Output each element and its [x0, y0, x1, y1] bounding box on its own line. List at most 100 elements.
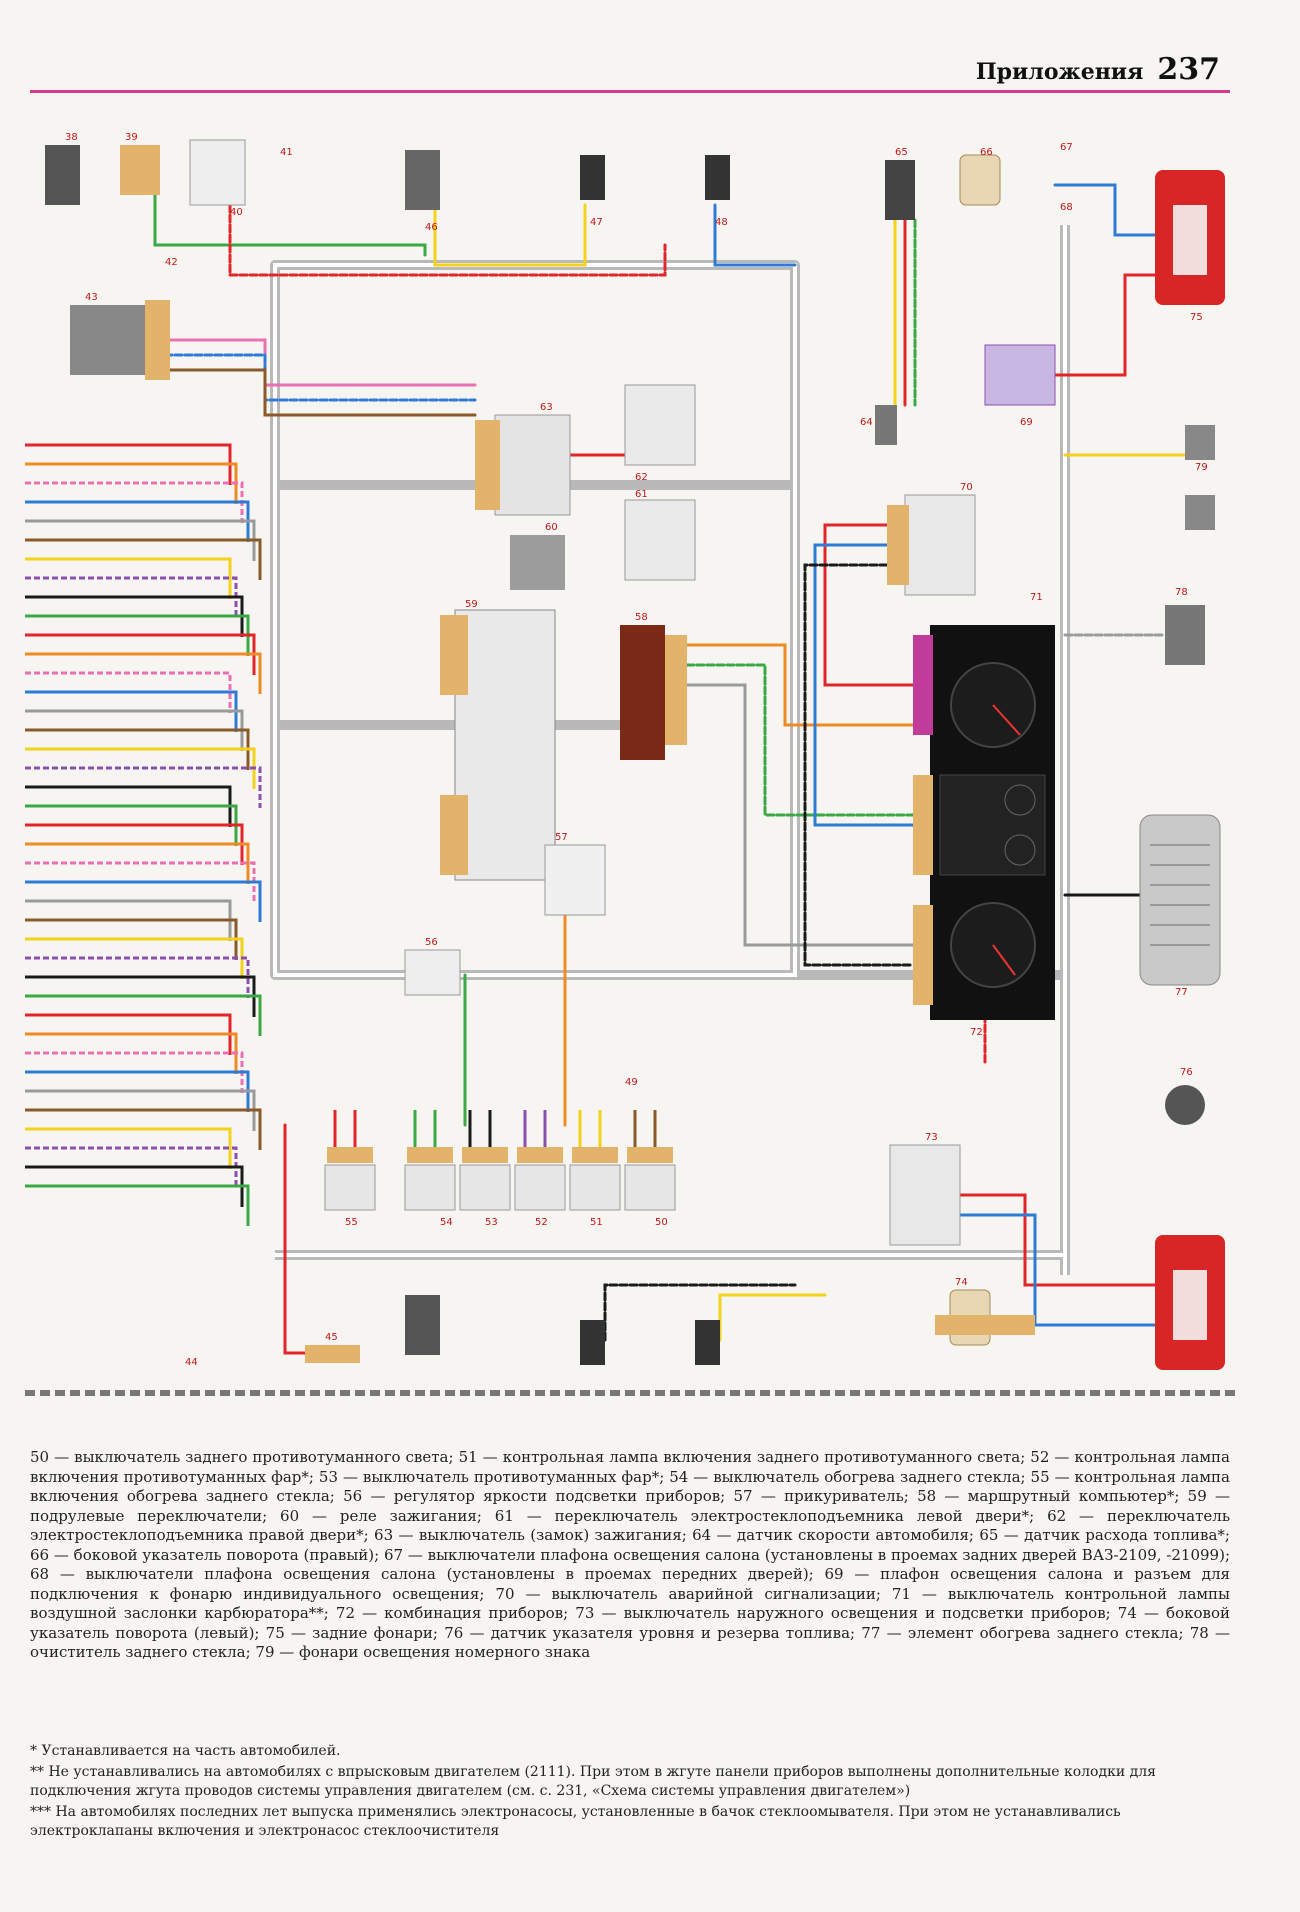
component-number-48: 48	[715, 217, 728, 228]
wire	[25, 1108, 262, 1150]
wire	[25, 994, 262, 1036]
cluster-connector-c	[913, 905, 933, 1005]
component-number-55: 55	[345, 1217, 358, 1228]
fuel-level-sensor	[1165, 1085, 1205, 1125]
wire	[25, 614, 250, 656]
connector-74	[935, 1315, 1035, 1335]
door-switch-48-lower	[695, 1320, 720, 1365]
window-switch-left	[624, 499, 696, 581]
dimmer-regulator	[404, 949, 461, 996]
wire	[25, 1165, 244, 1207]
wire	[25, 652, 262, 694]
component-number-74: 74	[955, 1277, 968, 1288]
switch-connector	[517, 1147, 563, 1163]
wire	[433, 203, 587, 267]
component-number-40: 40	[230, 207, 243, 218]
wire	[25, 538, 262, 580]
wire	[25, 443, 232, 485]
door-switch-47	[580, 155, 605, 200]
component-number-78: 78	[1175, 587, 1188, 598]
wiring-diagram: 3839404142434445464748495051525354555657…	[25, 132, 1240, 1396]
door-switch-48	[705, 155, 730, 200]
wire	[25, 842, 250, 884]
wire	[25, 899, 232, 941]
wire	[823, 523, 915, 687]
wire	[25, 500, 250, 542]
component-number-79: 79	[1195, 462, 1208, 473]
speed-sensor	[875, 405, 897, 445]
bottom-switch	[324, 1164, 376, 1211]
component-number-62: 62	[635, 472, 648, 483]
component-number-68: 68	[1060, 202, 1073, 213]
component-number-64: 64	[860, 417, 873, 428]
wire	[25, 576, 238, 618]
wire	[958, 1193, 1157, 1287]
wire	[25, 747, 256, 789]
connector-45	[305, 1345, 360, 1363]
switch-connector	[327, 1147, 373, 1163]
wire	[25, 1089, 256, 1131]
component-number-43: 43	[85, 292, 98, 303]
wire	[25, 557, 232, 599]
wire	[685, 663, 915, 817]
bottom-switch	[404, 1164, 456, 1211]
wire	[25, 766, 262, 808]
wire	[25, 975, 256, 1017]
component-number-66: 66	[980, 147, 993, 158]
route-computer	[620, 625, 665, 760]
door-switch-47-lower	[580, 1320, 605, 1365]
license-lamp-2	[1185, 495, 1215, 530]
wire	[25, 1051, 244, 1093]
wire	[25, 671, 232, 713]
legend-text: 50 — выключатель заднего противотуманног…	[30, 1448, 1230, 1661]
wire	[25, 785, 232, 827]
switch-connector	[627, 1147, 673, 1163]
component-number-42: 42	[165, 257, 178, 268]
footnote-1: * Устанавливается на часть автомобилей.	[30, 1743, 341, 1759]
wire	[25, 462, 238, 504]
ignition-relay	[510, 535, 565, 590]
wire	[713, 203, 797, 267]
interior-lamp	[984, 344, 1056, 406]
device-38	[45, 145, 80, 205]
wire	[25, 1032, 238, 1074]
component-number-57: 57	[555, 832, 568, 843]
component-number-69: 69	[1020, 417, 1033, 428]
bottom-switch	[459, 1164, 511, 1211]
switch-wire	[468, 1110, 492, 1147]
steering-column-switches	[454, 609, 556, 881]
component-number-49: 49	[625, 1077, 638, 1088]
hazard-switch	[904, 494, 976, 596]
side-repeater-right	[959, 154, 1001, 206]
component-number-41: 41	[280, 147, 293, 158]
component-wiring	[153, 183, 1187, 1355]
wire	[25, 1070, 250, 1112]
component-number-53: 53	[485, 1217, 498, 1228]
wire	[1053, 183, 1157, 237]
switch-wire	[633, 1110, 657, 1147]
wire	[25, 804, 238, 846]
device-46-lower	[405, 1295, 440, 1355]
wire	[25, 728, 250, 770]
component-number-77: 77	[1175, 987, 1188, 998]
wire	[25, 1127, 232, 1169]
wire	[25, 956, 250, 998]
wire	[163, 338, 477, 387]
ignition-switch	[494, 414, 571, 516]
component-number-61: 61	[635, 489, 648, 500]
wire	[803, 563, 915, 967]
wire	[813, 543, 915, 827]
left-wire-bundle	[25, 443, 262, 1226]
component-number-44: 44	[185, 1357, 198, 1368]
component-number-75: 75	[1190, 312, 1203, 323]
wire	[153, 183, 427, 257]
wire	[283, 1123, 327, 1355]
footnote-3: *** На автомобилях последних лет выпуска…	[30, 1804, 1121, 1839]
cluster-connector-b	[913, 775, 933, 875]
component-number-47: 47	[590, 217, 603, 228]
component-number-45: 45	[325, 1332, 338, 1343]
component-number-70: 70	[960, 482, 973, 493]
section-title: Приложения	[975, 59, 1144, 85]
device-39	[120, 145, 160, 195]
